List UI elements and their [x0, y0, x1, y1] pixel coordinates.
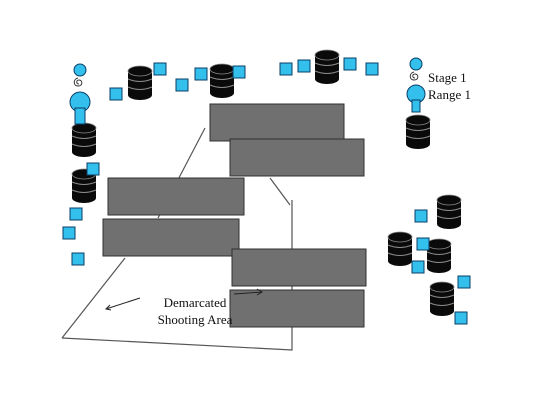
- barrel-icon: [429, 281, 455, 317]
- shooter-icon: [406, 57, 426, 113]
- target-icon: [279, 62, 293, 76]
- target-icon: [454, 311, 468, 325]
- stage-label-line1: Stage 1: [428, 70, 467, 85]
- target-icon: [109, 87, 123, 101]
- target-icon: [69, 207, 83, 221]
- target-icon: [62, 226, 76, 240]
- barrel-icon: [436, 194, 462, 230]
- barrel-icon: [314, 49, 340, 85]
- barrel-icon: [209, 63, 235, 99]
- barrel-icon: [71, 122, 97, 158]
- target-icon: [365, 62, 379, 76]
- target-icon: [343, 57, 357, 71]
- stage-label-line2: Range 1: [428, 87, 471, 102]
- target-icon: [411, 260, 425, 274]
- barrel-icon: [127, 65, 153, 101]
- wall-blocks: [102, 103, 367, 328]
- target-icon: [457, 275, 471, 289]
- target-icon: [194, 67, 208, 81]
- target-icon: [416, 237, 430, 251]
- wall-block: [102, 218, 240, 257]
- target-icon: [232, 65, 246, 79]
- barrel-icon: [405, 114, 431, 150]
- wall-block: [107, 177, 245, 216]
- shooting-area-label-line2: Shooting Area: [157, 312, 233, 327]
- wall-block: [229, 138, 365, 177]
- target-icon: [297, 59, 311, 73]
- wall-block: [231, 248, 367, 287]
- target-icon: [71, 252, 85, 266]
- target-icon: [153, 62, 167, 76]
- shooter-icon: [69, 63, 91, 125]
- target-icon: [86, 162, 100, 176]
- target-icon: [175, 78, 189, 92]
- shooting-area-label-line1: Demarcated: [163, 295, 227, 310]
- annotation-arrows: [104, 288, 263, 311]
- stage-label: Stage 1 Range 1: [428, 69, 471, 103]
- wall-block: [209, 103, 345, 142]
- shooting-area-label: Demarcated Shooting Area: [149, 294, 241, 328]
- target-icon: [414, 209, 428, 223]
- barrel-icon: [387, 231, 413, 267]
- wall-block: [229, 289, 365, 328]
- barrel-icon: [426, 238, 452, 274]
